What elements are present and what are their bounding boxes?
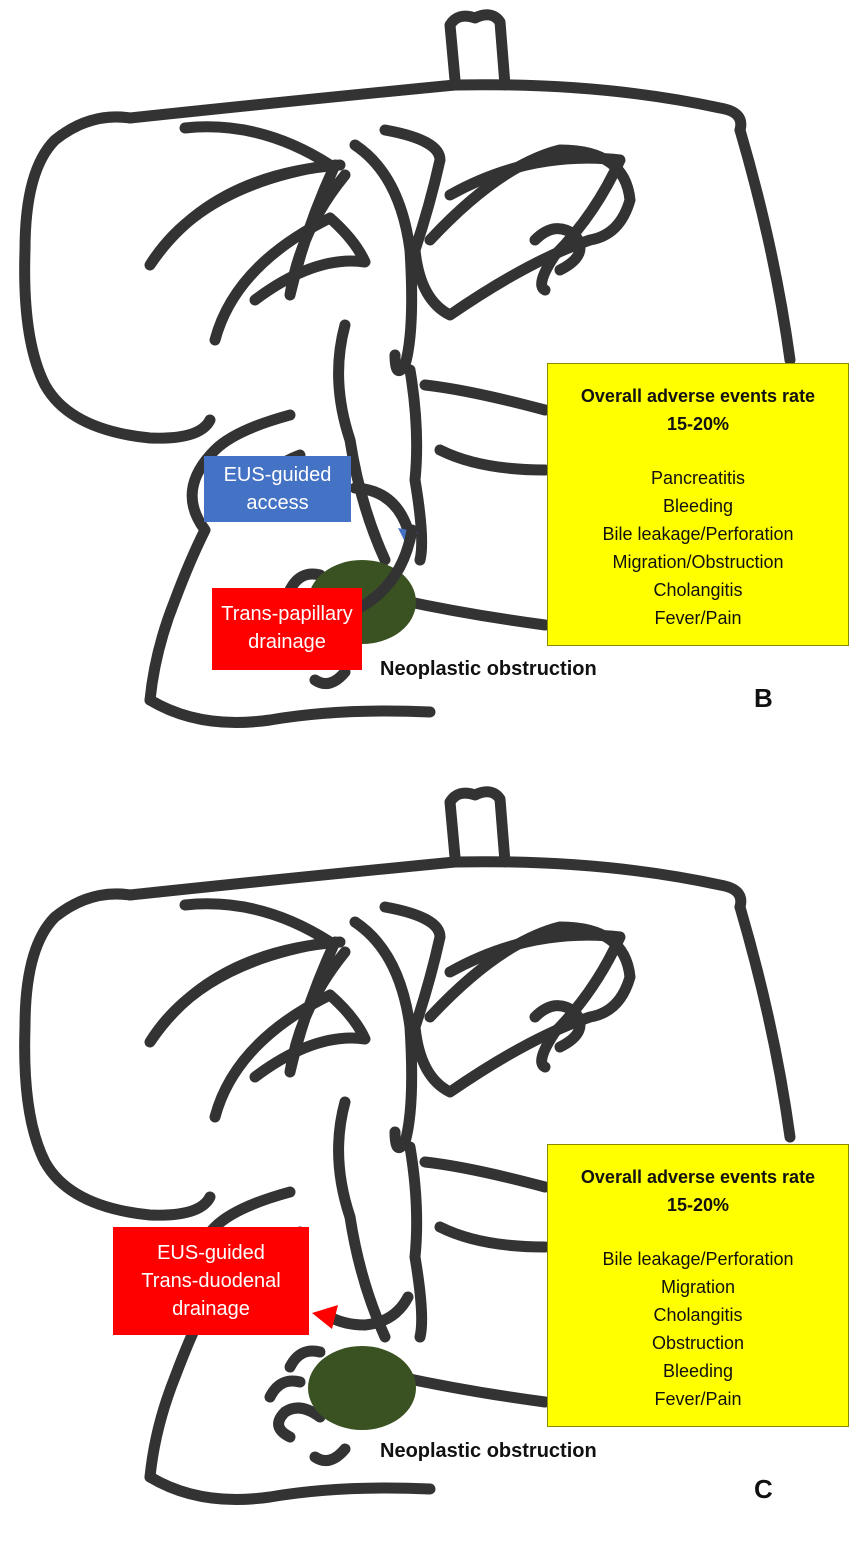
adverse-item: Cholangitis <box>548 576 848 604</box>
adverse-events-box: Overall adverse events rate 15-20% Bile … <box>547 1144 849 1427</box>
drainage-label-line2: Trans-duodenal <box>113 1267 309 1295</box>
bile-duct-outline <box>339 1102 385 1337</box>
adverse-item: Bile leakage/Perforation <box>548 520 848 548</box>
right-branch-outline <box>450 935 620 1067</box>
adverse-heading-line2: 15-20% <box>548 410 848 438</box>
tumor-mass <box>308 1346 416 1430</box>
liver-right-outline <box>740 907 790 1137</box>
adverse-item: Migration <box>548 1273 848 1301</box>
drainage-label-line1: Trans-papillary <box>212 600 362 628</box>
adverse-events-list: Bile leakage/Perforation Migration Chola… <box>548 1245 848 1413</box>
adverse-item: Fever/Pain <box>548 1385 848 1413</box>
adverse-heading-line1: Overall adverse events rate <box>548 382 848 410</box>
drainage-label-box: Trans-papillary drainage <box>212 588 362 670</box>
duodenum-right-outline <box>400 600 545 625</box>
access-label-line2: access <box>204 489 351 517</box>
access-label-line1: EUS-guided <box>204 461 351 489</box>
tumor-caption: Neoplastic obstruction <box>380 658 597 681</box>
duodenum-bottom-outline <box>150 1477 430 1500</box>
right-branch-outline <box>450 158 620 290</box>
left-duct-outline <box>150 127 340 265</box>
adverse-item: Pancreatitis <box>548 464 848 492</box>
top-protrusion-outline <box>450 15 505 85</box>
drainage-arrowhead <box>312 1305 338 1329</box>
adverse-item: Migration/Obstruction <box>548 548 848 576</box>
pancreas-outline <box>425 385 545 410</box>
drainage-label-line2: drainage <box>212 628 362 656</box>
adverse-item: Fever/Pain <box>548 604 848 632</box>
drainage-label-box: EUS-guided Trans-duodenal drainage <box>113 1227 309 1335</box>
drainage-label-line3: drainage <box>113 1295 309 1323</box>
duodenum-loop2-outline <box>270 1381 300 1397</box>
liver-right-outline <box>740 130 790 360</box>
left-duct-outline <box>150 904 340 1042</box>
duodenum-curve-outline <box>315 672 345 684</box>
duodenum-right-outline <box>400 1377 545 1402</box>
bile-duct-right-outline <box>410 1147 422 1337</box>
adverse-item: Bleeding <box>548 492 848 520</box>
adverse-events-heading: Overall adverse events rate 15-20% <box>548 382 848 438</box>
adverse-item: Bile leakage/Perforation <box>548 1245 848 1273</box>
duodenum-loop-outline <box>290 1351 320 1367</box>
adverse-events-list: Pancreatitis Bleeding Bile leakage/Perfo… <box>548 464 848 632</box>
bile-duct-outline <box>339 325 385 560</box>
pancreas-lower-outline <box>440 450 545 470</box>
adverse-events-heading: Overall adverse events rate 15-20% <box>548 1163 848 1219</box>
liver-outline <box>25 117 210 438</box>
tumor-caption: Neoplastic obstruction <box>380 1440 597 1463</box>
duodenum-bottom-outline <box>150 700 430 723</box>
adverse-item: Bleeding <box>548 1357 848 1385</box>
pancreas-lower-outline <box>440 1227 545 1247</box>
duodenum-loop3-outline <box>279 1408 320 1437</box>
panel-letter: B <box>754 683 773 714</box>
adverse-heading-line2: 15-20% <box>548 1191 848 1219</box>
panel-c: EUS-guided Trans-duodenal drainage Overa… <box>0 777 849 1555</box>
pancreas-outline <box>425 1162 545 1187</box>
liver-outline <box>25 894 210 1215</box>
drainage-label-line1: EUS-guided <box>113 1239 309 1267</box>
adverse-events-box: Overall adverse events rate 15-20% Pancr… <box>547 363 849 646</box>
adverse-item: Cholangitis <box>548 1301 848 1329</box>
panel-b: EUS-guided access Trans-papillary draina… <box>0 0 849 778</box>
panel-letter: C <box>754 1474 773 1505</box>
access-label-box: EUS-guided access <box>204 456 351 522</box>
top-protrusion-outline <box>450 792 505 862</box>
duodenum-curve-outline <box>315 1449 345 1461</box>
adverse-heading-line1: Overall adverse events rate <box>548 1163 848 1191</box>
adverse-item: Obstruction <box>548 1329 848 1357</box>
